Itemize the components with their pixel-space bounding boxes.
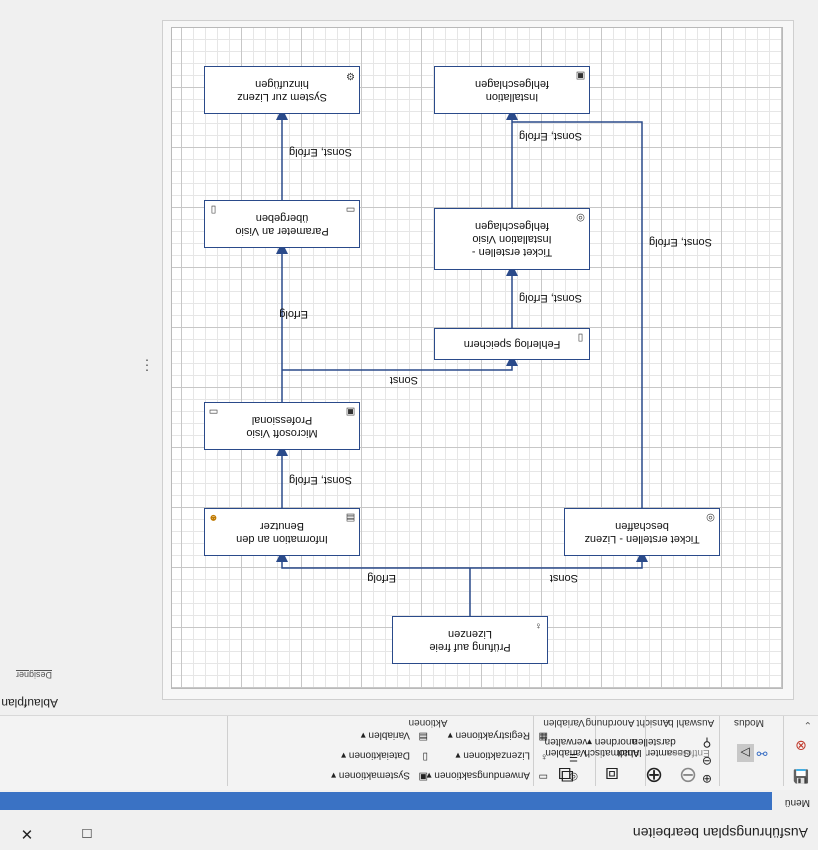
group-label-modus: Modus <box>734 717 765 728</box>
node-parameter[interactable]: Parameter an Visio übergeben ▭ ▯ <box>204 200 360 248</box>
arrange-icon: ⧈ <box>605 763 619 788</box>
diagram-canvas[interactable]: Prüfung auf freie Lizenzen ♁ Information… <box>171 27 783 689</box>
save-close-group: 💾 ⊗ <box>790 737 812 784</box>
license-icon: ♁ <box>534 620 543 631</box>
auto-arrange-label: Automatisch anordnen ▾ <box>584 736 640 758</box>
settings-icon: ⚙ <box>346 70 355 81</box>
lifebuoy-icon: ◎ <box>576 212 585 223</box>
edge-label: Sonst <box>549 572 578 584</box>
edge-label: Sonst, Erfolg <box>289 474 352 486</box>
node-ticket-lizenz[interactable]: Ticket erstellen - Lizenz beschaffen ◎ <box>564 508 720 556</box>
node-info-benutzer[interactable]: Information an den Benutzer ▤ ☻ <box>204 508 360 556</box>
node-ms-visio[interactable]: Microsoft Visio Professional ▣ ▭ <box>204 402 360 450</box>
file-icon: ▯ <box>577 332 584 343</box>
edge-label: Sonst, Erfolg <box>289 146 352 158</box>
node-label: Information an den Benutzer <box>236 520 328 545</box>
select-mode-icon[interactable]: ▷ <box>736 744 754 762</box>
remove-label: Entfernen <box>666 747 710 758</box>
edge-label: Sonst, Erfolg <box>519 292 582 304</box>
registry-actions-label: Registryaktionen ▾ <box>447 729 530 741</box>
file-actions-label: Dateiaktionen ▾ <box>341 749 410 761</box>
separator <box>227 716 228 786</box>
maximize-button[interactable]: □ <box>82 825 92 842</box>
document-icon: ▯ <box>210 204 217 215</box>
node-label: Fehlerlog speichern <box>463 338 561 351</box>
file-actions-icon: ▯ <box>422 751 428 762</box>
title-bar: Ausführungsplan bearbeiten □ ✕ <box>0 816 818 850</box>
app-actions-icon: ▭ <box>538 771 548 782</box>
node-fehlerlog[interactable]: Fehlerlog speichern ▯ <box>434 328 590 360</box>
save-icon[interactable]: 💾 <box>792 769 810 784</box>
ribbon: 💾 ⊗ ⚯ ▷ Modus ⊕ ⊖ ⚲ ⊕ Gesamten Inhalt da… <box>0 715 818 790</box>
window-icon: ▭ <box>208 406 219 417</box>
lifebuoy-icon: ◎ <box>706 512 715 523</box>
node-system-lizenz[interactable]: System zur Lizenz hinzufügen ⚙ <box>204 66 360 114</box>
group-label-anordnung: Anordnung <box>585 717 635 728</box>
node-label: Parameter an Visio übergeben <box>235 212 329 237</box>
variables-actions-label: Variablen ▾ <box>360 729 410 741</box>
close-button[interactable]: ✕ <box>20 825 34 842</box>
remove-button[interactable]: ⊖ Entfernen <box>658 747 718 788</box>
edge-label: Erfolg <box>367 572 396 584</box>
system-actions-icon: ▣ <box>418 771 428 782</box>
app-actions-label: Anwendungsaktionen ▾ <box>426 769 530 781</box>
menu-tab[interactable]: Menü <box>784 797 810 808</box>
app-actions-button[interactable]: ▭ Anwendungsaktionen ▾ <box>427 768 548 782</box>
remove-icon: ⊖ <box>678 763 698 788</box>
ticket-actions-button[interactable]: ◎ <box>560 768 578 782</box>
user-icon: ☻ <box>208 512 219 523</box>
ribbon-tab-bar <box>0 792 772 810</box>
window-icon: ▭ <box>345 204 356 215</box>
edge-ticketlizenz-installfehl <box>512 121 643 508</box>
group-label-auswahl: Auswahl b... <box>659 717 715 728</box>
canvas-frame: Prüfung auf freie Lizenzen ♁ Information… <box>162 20 794 700</box>
node-install-fehl[interactable]: Installation fehlgeschlagen ▣ <box>434 66 590 114</box>
license-actions-icon: ♁ <box>540 751 549 762</box>
license-actions-label: Lizenzaktionen ▾ <box>455 749 530 761</box>
variables-actions-icon: ▤ <box>418 731 428 742</box>
separator <box>783 716 784 786</box>
edge-label: Sonst, Erfolg <box>519 130 582 142</box>
edge-label: Sonst <box>389 374 418 386</box>
connector-mode-icon[interactable]: ⚯ <box>756 746 768 761</box>
variables-actions-button[interactable]: ▤ Variablen ▾ <box>361 728 428 742</box>
message-icon: ▤ <box>345 512 356 523</box>
node-label: System zur Lizenz hinzufügen <box>237 78 327 103</box>
group-label-aktionen: Aktionen <box>408 717 448 728</box>
mode-buttons: ⚯ ▷ <box>728 744 776 762</box>
node-label: Ticket erstellen - Installation Visio fe… <box>471 220 553 259</box>
edge-visio-fehlerlog <box>282 354 518 371</box>
edge-erfolg-info <box>276 550 470 569</box>
separator <box>645 716 646 786</box>
window-title: Ausführungsplan bearbeiten <box>632 825 808 841</box>
registry-actions-button[interactable]: ▦ Registryaktionen ▾ <box>448 728 548 742</box>
node-ticket-install[interactable]: Ticket erstellen - Installation Visio fe… <box>434 208 590 270</box>
cancel-icon[interactable]: ⊗ <box>795 738 807 754</box>
edge-label: Sonst, Erfolg <box>649 236 712 248</box>
license-actions-button[interactable]: ♁ Lizenzaktionen ▾ <box>455 748 548 762</box>
list-icon: ☰ <box>569 751 578 762</box>
edge-sonst-ticket <box>470 550 648 569</box>
edge-label: Erfolg <box>279 308 308 320</box>
file-actions-button[interactable]: ▯ Dateiaktionen ▾ <box>341 748 428 762</box>
node-label: Prüfung auf freie Lizenzen <box>429 628 511 653</box>
node-pruefung[interactable]: Prüfung auf freie Lizenzen ♁ <box>392 616 548 664</box>
registry-actions-icon: ▦ <box>538 731 548 742</box>
collapse-ribbon-icon[interactable]: ⌄ <box>803 719 812 730</box>
node-label: Installation fehlgeschlagen <box>475 78 550 103</box>
app-icon: ▣ <box>345 406 356 417</box>
app-icon: ▣ <box>575 70 586 81</box>
auto-arrange-button[interactable]: ⧈ Automatisch anordnen ▾ <box>582 736 642 788</box>
lifebuoy-icon: ◎ <box>569 771 578 782</box>
designer-tab[interactable]: Designer <box>15 670 52 680</box>
node-label: Ticket erstellen - Lizenz beschaffen <box>584 520 700 545</box>
system-actions-button[interactable]: ▣ Systemaktionen ▾ <box>331 768 428 782</box>
node-label: Microsoft Visio Professional <box>246 414 318 439</box>
system-actions-label: Systemaktionen ▾ <box>331 769 410 781</box>
connector-layer <box>276 108 648 616</box>
pane-title: Ablaufplan <box>1 696 58 710</box>
extra-actions-button[interactable]: ☰ <box>560 748 578 762</box>
splitter-handle[interactable]: ⋮ <box>140 358 154 374</box>
